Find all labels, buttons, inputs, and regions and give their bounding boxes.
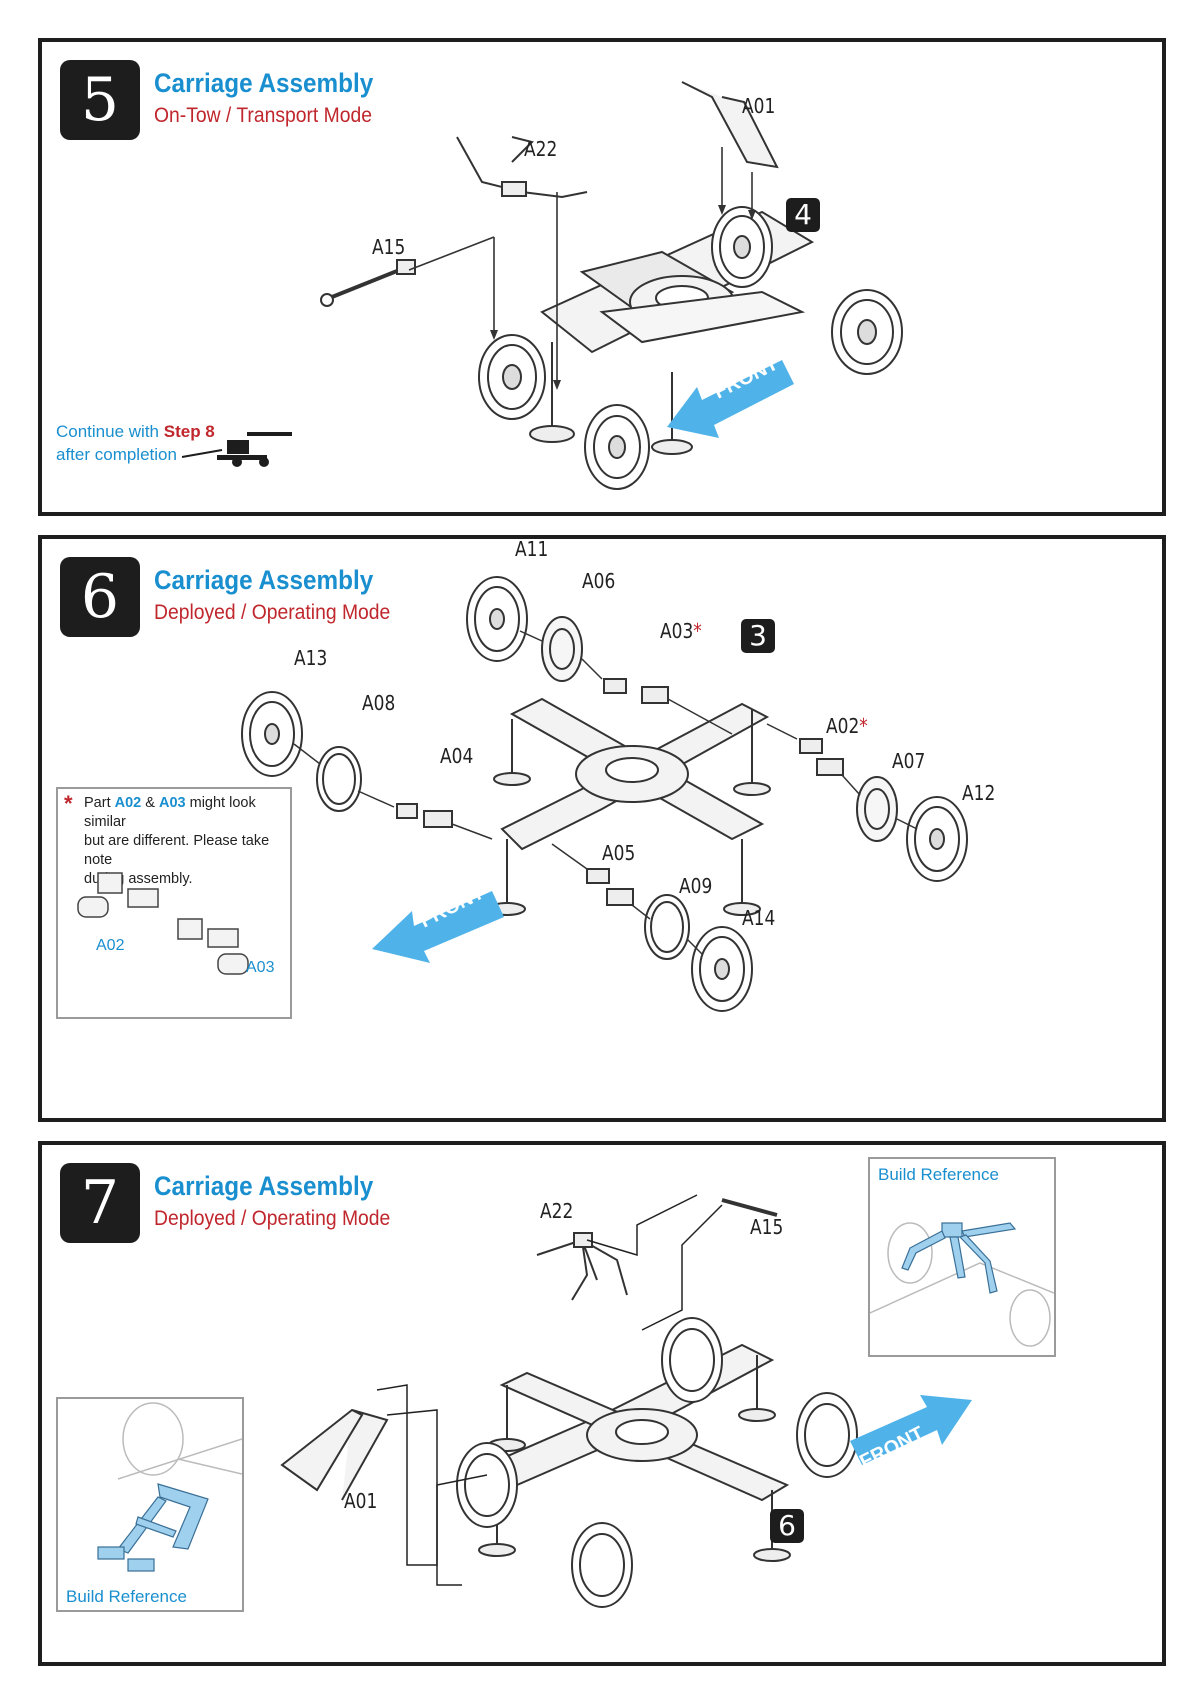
continue-prefix: Continue with <box>56 422 160 441</box>
star-mark: * <box>859 714 868 738</box>
note-amp: & <box>145 795 155 811</box>
note-word: might look similar <box>84 795 256 830</box>
step-5-illustration: FRONT <box>181 81 903 490</box>
part-label-a05: A05 <box>602 841 636 865</box>
note-word: Part <box>84 795 111 811</box>
step-subtitle: On-Tow / Transport Mode <box>154 104 372 127</box>
step-7-panel: 7 Carriage Assembly Deployed / Operating… <box>38 1141 1166 1666</box>
part-label-a02: A02* <box>826 714 868 738</box>
part-label-a07: A07 <box>892 749 926 773</box>
build-reference-illustration <box>870 1222 1054 1347</box>
part-label-a15: A15 <box>372 235 406 259</box>
step-5-panel: 5 Carriage Assembly On-Tow / Transport M… <box>38 38 1166 516</box>
part-label-a11: A11 <box>515 537 549 561</box>
step-subtitle: Deployed / Operating Mode <box>154 601 391 624</box>
note-label-a03: A03 <box>246 959 275 976</box>
part-label-a22: A22 <box>540 1199 574 1223</box>
build-reference-bottom: Build Reference <box>56 1397 244 1612</box>
star-mark: * <box>693 619 702 643</box>
front-arrow <box>667 360 794 438</box>
gun-silhouette-icon <box>181 432 292 467</box>
part-label-a04: A04 <box>440 744 474 768</box>
part-label-a14: A14 <box>742 906 776 930</box>
step-number: 6 <box>60 557 140 637</box>
front-arrow <box>372 891 504 963</box>
part-code: A02 <box>826 714 860 738</box>
part-code: A03 <box>660 619 694 643</box>
part-label-a13: A13 <box>294 646 328 670</box>
continue-note: Continue with Step 8 after completion <box>56 420 215 466</box>
part-label-a03: A03* <box>660 619 702 643</box>
build-reference-label: Build Reference <box>878 1165 999 1184</box>
subassembly-ref: 4 <box>786 198 820 232</box>
continue-suffix: after completion <box>56 445 177 464</box>
part-label-a15: A15 <box>750 1215 784 1239</box>
note-label-a02: A02 <box>96 937 125 954</box>
step-title: Carriage Assembly <box>154 68 374 98</box>
step-title: Carriage Assembly <box>154 565 374 595</box>
part-label-a22: A22 <box>524 137 558 161</box>
subassembly-ref: 3 <box>741 619 775 653</box>
note-line: but are different. Please take note <box>84 833 270 868</box>
note-parts-illustration <box>77 872 249 975</box>
part-label-a12: A12 <box>962 781 996 805</box>
note-star: * <box>64 791 73 816</box>
part-label-a08: A08 <box>362 691 396 715</box>
build-reference-top: Build Reference <box>868 1157 1056 1357</box>
build-reference-label: Build Reference <box>66 1587 187 1606</box>
note-part-b: A03 <box>158 795 186 811</box>
part-difference-note: * Part A02 & A03 might look similar but … <box>56 787 292 1019</box>
part-label-a09: A09 <box>679 874 713 898</box>
note-text: Part A02 & A03 might look similar but ar… <box>84 794 290 889</box>
step-6-illustration: FRONT <box>241 576 968 1012</box>
step-number: 5 <box>60 60 140 140</box>
step-number: 7 <box>60 1163 140 1243</box>
step-7-illustration: FRONT <box>280 1194 972 1608</box>
note-part-a: A02 <box>114 795 142 811</box>
part-label-a06: A06 <box>582 569 616 593</box>
part-label-a01: A01 <box>742 94 776 118</box>
step-6-panel: 6 Carriage Assembly Deployed / Operating… <box>38 535 1166 1122</box>
step-subtitle: Deployed / Operating Mode <box>154 1207 391 1230</box>
continue-step-link: Step 8 <box>163 422 215 441</box>
build-reference-illustration <box>97 1402 242 1572</box>
subassembly-ref: 6 <box>770 1509 804 1543</box>
front-arrow <box>850 1395 972 1465</box>
part-label-a01: A01 <box>344 1489 378 1513</box>
step-title: Carriage Assembly <box>154 1171 374 1201</box>
